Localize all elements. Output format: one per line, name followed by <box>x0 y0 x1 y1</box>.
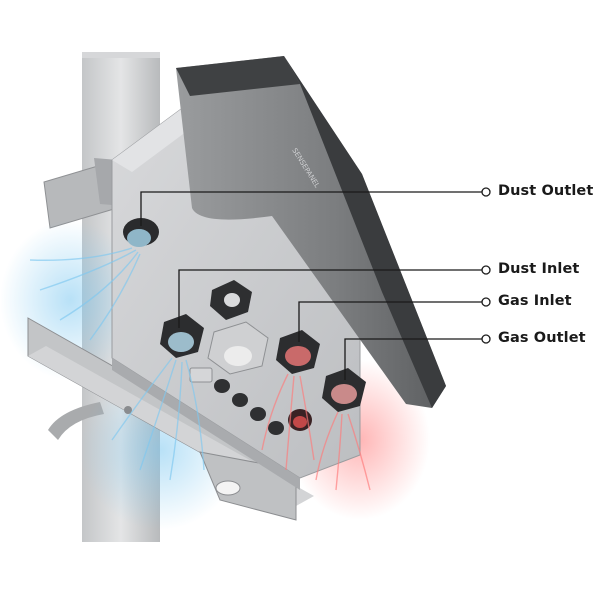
dust-inlet-port <box>160 314 204 358</box>
gas-outlet-port <box>322 368 366 412</box>
dust-outlet-endpoint <box>481 187 491 197</box>
dust-inlet-leader <box>178 269 482 328</box>
small-connectors <box>189 367 312 435</box>
vent-plug <box>207 321 269 375</box>
rain-cover: SENSEPANEL <box>176 56 446 408</box>
gas-outlet-endpoint <box>481 334 491 344</box>
mounting-bracket <box>27 317 314 521</box>
gas-outlet-label: Gas Outlet <box>498 330 586 346</box>
gas-airflow-streams <box>261 373 371 491</box>
gas-inlet-port <box>276 330 320 374</box>
callout-leaders <box>140 191 482 380</box>
dust-inlet-endpoint <box>481 265 491 275</box>
gas-inlet-endpoint <box>481 297 491 307</box>
dust-inlet-label: Dust Inlet <box>498 261 580 277</box>
cable-gland-top <box>210 280 252 320</box>
gas-inlet-leader <box>298 301 482 342</box>
callout-endpoints <box>481 187 491 344</box>
gas-inlet-label: Gas Inlet <box>498 293 572 309</box>
gas-outlet-leader <box>344 338 482 380</box>
dust-airflow-streams <box>29 247 205 481</box>
dust-outlet-leader <box>140 191 482 226</box>
dust-outlet-label: Dust Outlet <box>498 183 594 199</box>
dust-outlet-port <box>123 218 159 247</box>
